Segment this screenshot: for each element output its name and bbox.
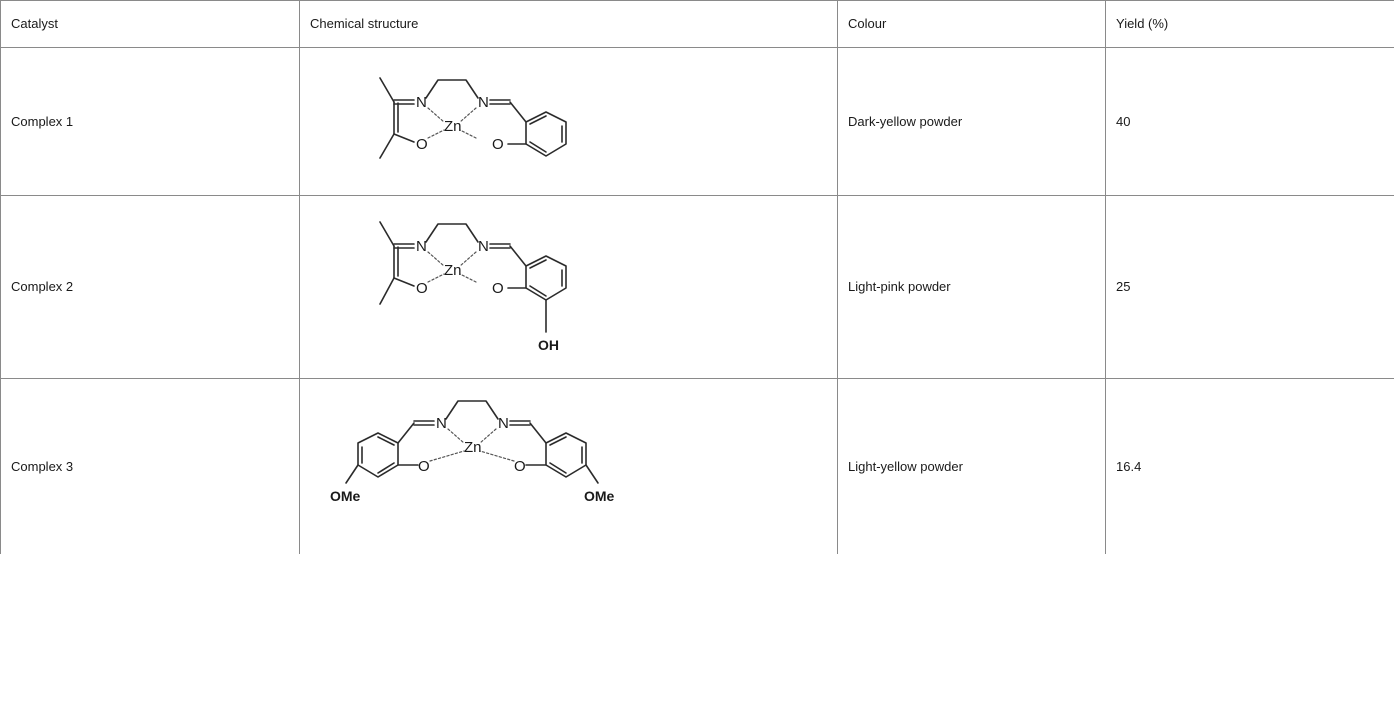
chemical-structure-cell: N N Zn O O OH xyxy=(299,195,838,379)
hydroxy-substituent-label: OH xyxy=(538,337,559,353)
chemical-structure-cell: N N Zn O O xyxy=(299,47,838,196)
o2-atom-label: O xyxy=(492,280,504,297)
o2-atom-label: O xyxy=(514,458,526,475)
catalyst-cell: Complex 2 xyxy=(0,195,300,379)
table-row: Complex 2 xyxy=(0,195,1394,379)
zn-atom-label: Zn xyxy=(444,262,462,279)
yield-cell: 25 xyxy=(1105,195,1394,379)
zn-complex-1-structure-icon: N N Zn O O xyxy=(379,77,567,159)
colour-cell: Light-pink powder xyxy=(837,195,1106,379)
catalyst-cell: Complex 3 xyxy=(0,378,300,554)
colour-cell: Dark-yellow powder xyxy=(837,47,1106,196)
zn-complex-2-structure-icon: N N Zn O O OH xyxy=(379,221,567,353)
n2-atom-label: N xyxy=(498,415,509,432)
header-yield: Yield (%) xyxy=(1105,0,1394,48)
catalyst-table: Catalyst Chemical structure Colour Yield… xyxy=(0,0,1394,554)
header-colour: Colour xyxy=(837,0,1106,48)
yield-cell: 40 xyxy=(1105,47,1394,196)
n2-atom-label: N xyxy=(478,94,489,111)
catalyst-cell: Complex 1 xyxy=(0,47,300,196)
zn-atom-label: Zn xyxy=(464,439,482,456)
n1-atom-label: N xyxy=(416,94,427,111)
chemical-structure-cell: N N Zn O O OMe OMe xyxy=(299,378,838,554)
zn-complex-3-structure-icon: N N Zn O O OMe OMe xyxy=(330,400,615,504)
o1-atom-label: O xyxy=(416,136,428,153)
yield-cell: 16.4 xyxy=(1105,378,1394,554)
table-row: Complex 3 xyxy=(0,378,1394,554)
zn-atom-label: Zn xyxy=(444,118,462,135)
header-row: Catalyst Chemical structure Colour Yield… xyxy=(0,0,1394,48)
o2-atom-label: O xyxy=(492,136,504,153)
table-row: Complex 1 xyxy=(0,47,1394,196)
header-chemical-structure: Chemical structure xyxy=(299,0,838,48)
methoxy-substituent-right-label: OMe xyxy=(584,488,615,504)
o1-atom-label: O xyxy=(416,280,428,297)
n2-atom-label: N xyxy=(478,238,489,255)
header-catalyst: Catalyst xyxy=(0,0,300,48)
n1-atom-label: N xyxy=(416,238,427,255)
colour-cell: Light-yellow powder xyxy=(837,378,1106,554)
o1-atom-label: O xyxy=(418,458,430,475)
n1-atom-label: N xyxy=(436,415,447,432)
methoxy-substituent-left-label: OMe xyxy=(330,488,361,504)
